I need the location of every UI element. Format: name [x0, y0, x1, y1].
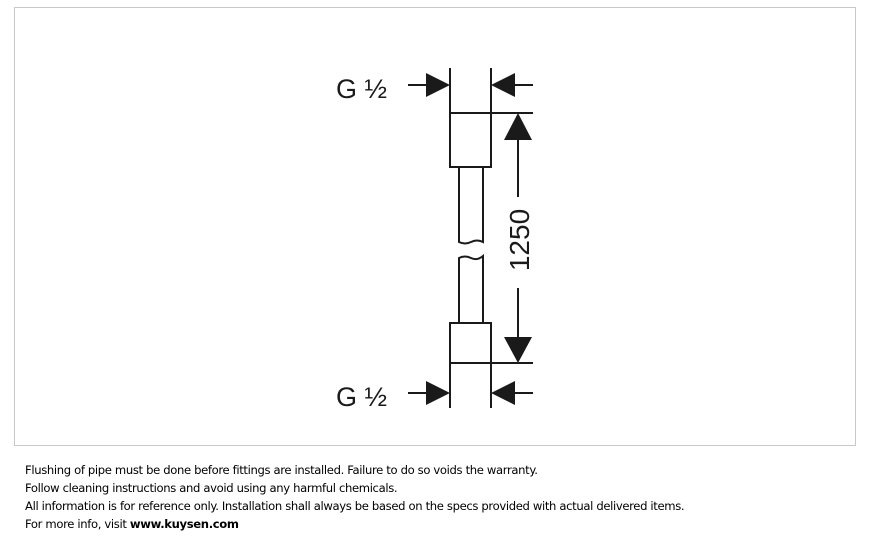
note-flushing: Flushing of pipe must be done before fit…: [25, 463, 538, 477]
more-info-text: For more info, visit: [25, 517, 130, 531]
thread-label-top: G ½: [336, 74, 387, 104]
arrow-up-icon: [504, 113, 532, 140]
arrow-left-icon: [491, 73, 515, 97]
arrow-right-icon: [426, 381, 450, 405]
note-reference: All information is for reference only. I…: [25, 499, 685, 513]
hose-upper: [458, 167, 484, 245]
thread-label-bottom: G ½: [336, 382, 387, 412]
note-more-info: For more info, visit www.kuysen.com: [25, 515, 684, 533]
hose-lower: [458, 253, 484, 323]
note-cleaning: Follow cleaning instructions and avoid u…: [25, 481, 398, 495]
arrow-down-icon: [504, 337, 532, 363]
bottom-thread-dimension: G ½: [336, 363, 533, 412]
website-link[interactable]: www.kuysen.com: [129, 517, 239, 531]
bottom-fitting: [449, 322, 492, 364]
top-thread-dimension: G ½: [336, 68, 533, 113]
notes: Flushing of pipe must be done before fit…: [25, 461, 685, 533]
arrow-right-icon: [426, 73, 450, 97]
arrow-left-icon: [491, 381, 515, 405]
length-label: 1250: [504, 209, 535, 271]
length-dimension: 1250: [504, 113, 535, 363]
top-fitting: [449, 112, 492, 168]
drawing-frame: [14, 7, 856, 446]
